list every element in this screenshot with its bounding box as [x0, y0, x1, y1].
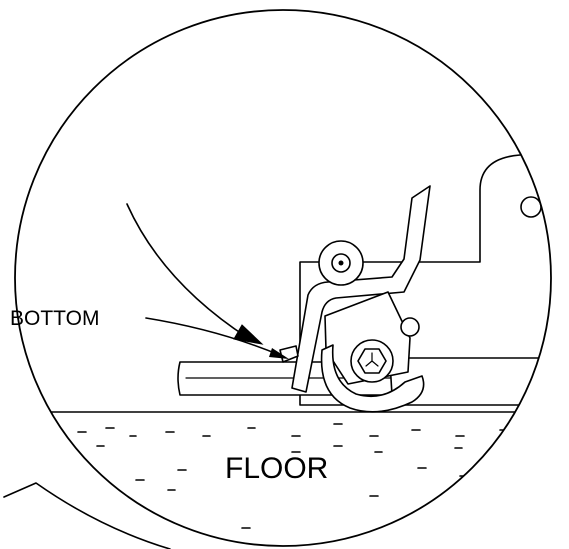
curved-arrow-head — [233, 324, 264, 345]
bottom-label: BOTTOM — [10, 307, 99, 330]
magnifier-circle — [14, 9, 552, 547]
mounting-hole — [520, 196, 542, 218]
bolt-mark — [365, 352, 379, 367]
upper-roller-center — [338, 260, 344, 266]
bracket-arm — [291, 185, 431, 393]
main-wheel — [320, 344, 425, 413]
bottom-leader-line — [145, 317, 283, 357]
bottom-leader-arrow — [269, 348, 289, 359]
floor-label: FLOOR — [225, 452, 328, 485]
side-bolt — [400, 317, 420, 337]
floor-texture — [77, 423, 511, 529]
callout-connector-line — [3, 482, 171, 549]
curved-arrow-shaft — [126, 203, 249, 339]
